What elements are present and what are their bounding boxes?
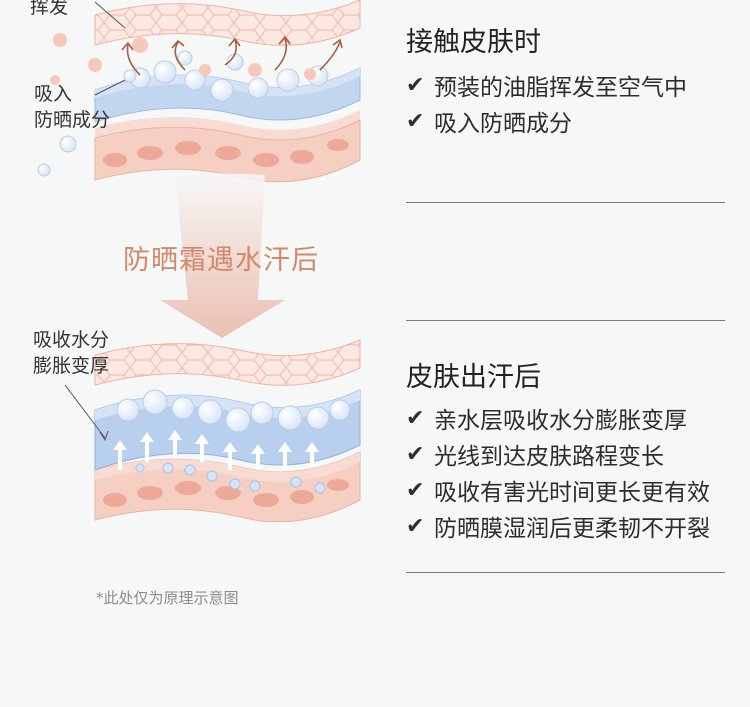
bottom-skin-layers (64, 339, 361, 523)
divider-1 (406, 202, 725, 203)
bullet-item: ✔ 亲水层吸收水分膨胀变厚 (406, 400, 710, 436)
divider-3 (406, 572, 725, 573)
top-skin-layers (37, 0, 361, 183)
bullet-item: ✔ 防晒膜湿润后更柔韧不开裂 (406, 508, 710, 544)
check-icon: ✔ (406, 72, 425, 98)
label-absorb-line1: 吸入 (34, 83, 73, 105)
label-swell-line2: 膨胀变厚 (33, 355, 110, 377)
bullet-text: 光线到达皮肤路程变长 (434, 444, 664, 470)
bullet-text: 亲水层吸收水分膨胀变厚 (434, 408, 687, 434)
footnote: *此处仅为原理示意图 (96, 589, 239, 607)
bullet-text: 预装的油脂挥发至空气中 (434, 75, 687, 101)
section1-title: 接触皮肤时 (406, 27, 541, 58)
bullet-text: 防晒膜湿润后更柔韧不开裂 (434, 516, 710, 542)
divider-2 (406, 320, 725, 321)
bullet-item: ✔ 光线到达皮肤路程变长 (406, 436, 710, 472)
down-arrow (160, 173, 285, 338)
skin-diagram (37, 0, 361, 523)
check-icon: ✔ (406, 108, 425, 134)
section2-bullets: ✔ 亲水层吸收水分膨胀变厚 ✔ 光线到达皮肤路程变长 ✔ 吸收有害光时间更长更有效 ✔… (406, 400, 710, 544)
label-absorb-line2: 防晒成分 (34, 109, 111, 131)
transition-text: 防晒霜遇水汗后 (123, 245, 319, 276)
bullet-text: 吸入防晒成分 (434, 111, 572, 137)
label-volatilize: 挥发 (30, 0, 69, 18)
check-icon: ✔ (406, 513, 425, 539)
bullet-item: ✔ 预装的油脂挥发至空气中 (406, 67, 687, 103)
check-icon: ✔ (406, 405, 425, 431)
check-icon: ✔ (406, 441, 425, 467)
bullet-item: ✔ 吸收有害光时间更长更有效 (406, 472, 710, 508)
bullet-text: 吸收有害光时间更长更有效 (434, 480, 710, 506)
bullet-item: ✔ 吸入防晒成分 (406, 103, 687, 139)
check-icon: ✔ (406, 477, 425, 503)
section2-title: 皮肤出汗后 (406, 362, 541, 393)
section1-bullets: ✔ 预装的油脂挥发至空气中 ✔ 吸入防晒成分 (406, 67, 687, 139)
label-swell-line1: 吸收水分 (33, 329, 110, 351)
